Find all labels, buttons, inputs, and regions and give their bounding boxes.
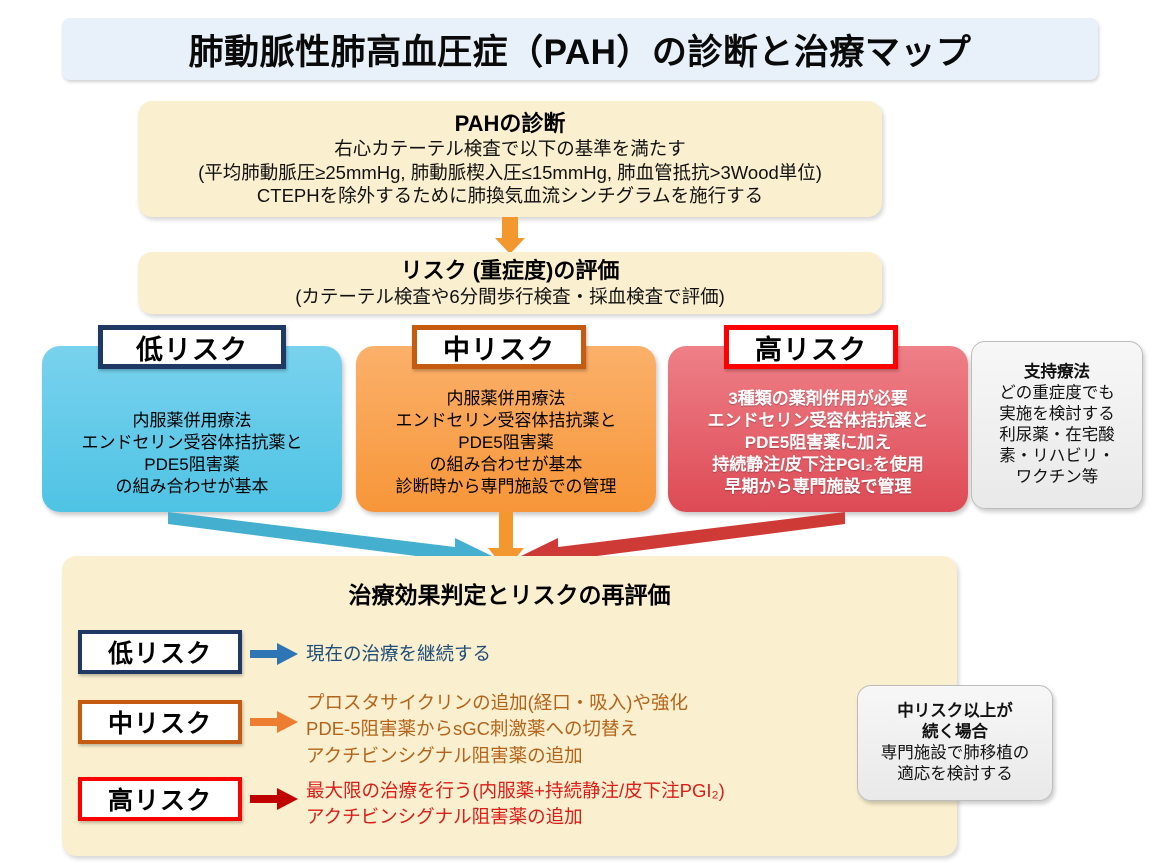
diagnosis-line-2: (平均肺動脈圧≥25mmHg, 肺動脈楔入圧≤15mmHg, 肺血管抵抗>3Wo… (198, 161, 822, 183)
connector-arrow-diagnosis-to-risk (502, 217, 518, 238)
reassessment-text-high-risk-line-1: 最大限の治療を行う(内服薬+持続静注/皮下注PGI₂) (306, 780, 725, 801)
risk-label-high-risk-text: 高リスク (755, 334, 867, 365)
converging-arrows-group (168, 512, 845, 570)
risk-evaluation-box: リスク (重症度)の評価 (カテーテル検査や6分間歩行検査・採血検査で評価) (138, 252, 882, 314)
lung-transplant-box: 中リスク以上が 続く場合 専門施設で肺移植の 適応を検討する (857, 685, 1053, 801)
diagnosis-heading: PAHの診断 (454, 110, 566, 136)
reassessment-heading: 治療効果判定とリスクの再評価 (348, 582, 671, 608)
card-high-line-4: 持続静注/皮下注PGI₂を使用 (712, 454, 924, 474)
lung-transplant-bold-line-1: 中リスク以上が (897, 701, 1013, 720)
arrow-icon-low-risk-followup (250, 643, 298, 665)
arrow-high-to-reassessment (521, 512, 845, 570)
supportive-therapy-line-3: 利尿薬・在宅酸 (999, 426, 1115, 444)
lung-transplant-line-2: 適応を検討する (897, 765, 1013, 784)
risk-evaluation-subtitle: (カテーテル検査や6分間歩行検査・採血検査で評価) (295, 285, 725, 307)
card-mid-line-1: 内服薬併用療法 (446, 388, 566, 408)
supportive-therapy-line-4: 素・リハビリ・ (999, 447, 1115, 466)
diagnosis-line-1: 右心カテーテル検査で以下の基準を満たす (334, 138, 686, 160)
risk-evaluation-heading: リスク (重症度)の評価 (400, 257, 620, 283)
reassessment-label-high-risk-text: 高リスク (107, 787, 212, 815)
reassessment-text-mid-risk: プロスタサイクリンの追加(経口・吸入)や強化 PDE-5阻害薬からsGC刺激薬へ… (306, 690, 688, 769)
card-high-line-2: エンドセリン受容体拮抗薬と (707, 410, 929, 430)
reassessment-text-low-risk-line-1: 現在の治療を継続する (306, 643, 492, 664)
risk-label-high-risk: 高リスク (724, 325, 898, 369)
reassessment-label-mid-risk-text: 中リスク (107, 710, 212, 738)
card-low-line-2: エンドセリン受容体拮抗薬と (81, 432, 303, 452)
card-high-line-3: PDE5阻害薬に加え (744, 432, 892, 452)
supportive-therapy-line-1: どの重症度でも (999, 383, 1115, 402)
card-mid-line-4: の組み合わせが基本 (429, 454, 583, 474)
connector-arrow-diagnosis-to-risk-head (495, 238, 525, 254)
card-low-line-4: の組み合わせが基本 (115, 476, 269, 496)
reassessment-text-mid-risk-line-3: アクチビンシグナル阻害薬の追加 (306, 744, 583, 766)
reassessment-text-high-risk: 最大限の治療を行う(内服薬+持続静注/皮下注PGI₂) アクチビンシグナル阻害薬… (306, 778, 725, 831)
supportive-therapy-line-2: 実施を検討する (999, 404, 1115, 423)
reassessment-text-mid-risk-line-1: プロスタサイクリンの追加(経口・吸入)や強化 (306, 692, 688, 713)
risk-label-low-risk: 低リスク (98, 325, 286, 369)
supportive-therapy-box: 支持療法 どの重症度でも 実施を検討する 利尿薬・在宅酸 素・リハビリ・ ワクチ… (971, 341, 1143, 509)
arrow-mid-to-reassessment (488, 512, 524, 570)
risk-label-low-risk-text: 低リスク (136, 334, 248, 365)
card-mid-line-5: 診断時から専門施設での管理 (395, 476, 617, 496)
risk-label-mid-risk-text: 中リスク (443, 334, 555, 365)
reassessment-label-low-risk-text: 低リスク (107, 640, 212, 668)
card-low-line-3: PDE5阻害薬 (144, 454, 240, 474)
supportive-therapy-line-5: ワクチン等 (1015, 468, 1099, 487)
diagnosis-line-3: CTEPHを除外するために肺換気血流シンチグラムを施行する (256, 185, 764, 207)
page-title: 肺動脈性肺高血圧症（PAH）の診断と治療マップ (188, 32, 972, 72)
reassessment-text-mid-risk-line-2: PDE-5阻害薬からsGC刺激薬への切替え (306, 718, 638, 740)
card-high-line-5: 早期から専門施設で管理 (724, 476, 912, 496)
card-high-line-1: 3種類の薬剤併用が必要 (728, 388, 908, 408)
reassessment-label-low-risk: 低リスク (78, 630, 242, 674)
card-mid-line-2: エンドセリン受容体拮抗薬と (395, 410, 617, 430)
treatment-card-mid-risk: 内服薬併用療法 エンドセリン受容体拮抗薬と PDE5阻害薬 の組み合わせが基本 … (356, 346, 656, 512)
reassessment-label-high-risk: 高リスク (78, 777, 242, 821)
diagnosis-box: PAHの診断 右心カテーテル検査で以下の基準を満たす (平均肺動脈圧≥25mmH… (138, 101, 882, 217)
lung-transplant-line-1: 専門施設で肺移植の (880, 744, 1030, 762)
card-mid-line-3: PDE5阻害薬 (458, 432, 554, 452)
arrow-icon-mid-risk-followup (250, 711, 298, 733)
reassessment-text-low-risk: 現在の治療を継続する (306, 641, 491, 667)
supportive-therapy-heading: 支持療法 (1024, 362, 1090, 381)
treatment-card-low-risk: 内服薬併用療法 エンドセリン受容体拮抗薬と PDE5阻害薬 の組み合わせが基本 (42, 346, 342, 512)
card-low-line-1: 内服薬併用療法 (132, 410, 252, 430)
arrow-low-to-reassessment (168, 512, 492, 570)
risk-label-mid-risk: 中リスク (412, 325, 586, 369)
reassessment-label-mid-risk: 中リスク (78, 700, 242, 744)
arrow-icon-high-risk-followup (250, 788, 298, 810)
lung-transplant-bold-line-2: 続く場合 (922, 722, 988, 741)
page-title-banner: 肺動脈性肺高血圧症（PAH）の診断と治療マップ (62, 18, 1098, 80)
treatment-card-high-risk: 3種類の薬剤併用が必要 エンドセリン受容体拮抗薬と PDE5阻害薬に加え 持続静… (668, 346, 968, 512)
reassessment-text-high-risk-line-2: アクチビンシグナル阻害薬の追加 (306, 806, 583, 828)
